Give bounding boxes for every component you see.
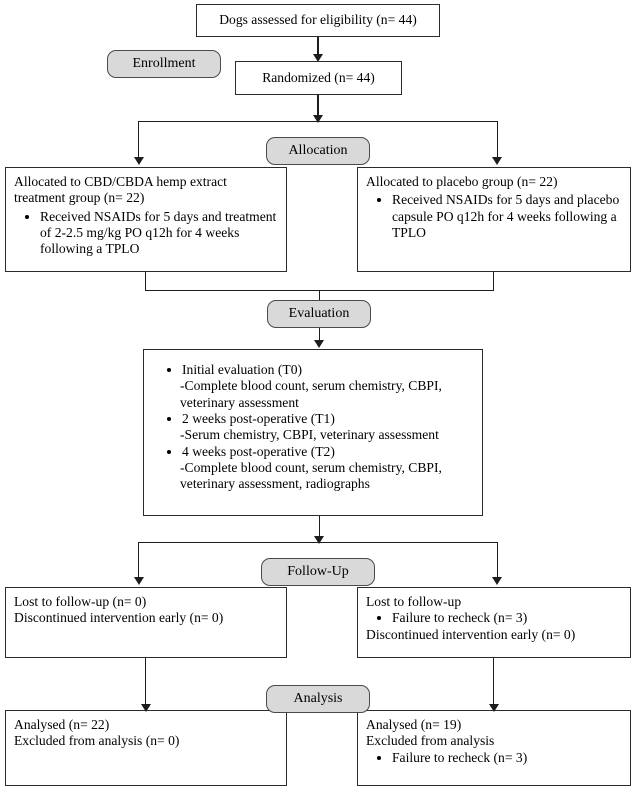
node-dogs-assessed-label: Dogs assessed for eligibility (n= 44) — [219, 12, 417, 28]
stage-evaluation-label: Evaluation — [288, 306, 350, 321]
allocation-treatment-bullets: Received NSAIDs for 5 days and treatment… — [14, 209, 278, 258]
analysis-placebo-line2: Excluded from analysis — [366, 733, 495, 749]
evaluation-item-detail: -Complete blood count, serum chemistry, … — [180, 459, 442, 492]
stage-analysis-label: Analysis — [293, 691, 343, 706]
stage-enrollment-label: Enrollment — [132, 56, 196, 71]
list-item: Received NSAIDs for 5 days and treatment… — [40, 209, 278, 258]
arrow-allocation-left — [134, 157, 144, 165]
arrow-followup-left — [134, 577, 144, 585]
evaluation-items: Initial evaluation (T0) -Complete blood … — [152, 362, 474, 493]
followup-placebo-bullets: Failure to recheck (n= 3) — [366, 610, 622, 626]
list-item: Received NSAIDs for 5 days and placebo c… — [392, 192, 622, 241]
connector-alloc-left-down — [145, 272, 147, 291]
list-item: 4 weeks post-operative (T2) -Complete bl… — [180, 443, 474, 493]
arrow-analysis-right — [489, 704, 499, 712]
node-allocation-treatment: Allocated to CBD/CBDA hemp extract treat… — [5, 167, 287, 272]
analysis-placebo-bullets: Failure to recheck (n= 3) — [366, 750, 622, 766]
evaluation-item-head: 4 weeks post-operative (T2) — [182, 443, 335, 459]
node-analysis-placebo: Analysed (n= 19) Excluded from analysis … — [357, 710, 631, 786]
arrow-allocation-right — [492, 157, 502, 165]
list-item: 2 weeks post-operative (T1) -Serum chemi… — [180, 410, 474, 444]
allocation-treatment-line2: treatment group (n= 22) — [14, 190, 145, 206]
arrow-evaluation-down — [314, 536, 324, 544]
evaluation-item-detail: -Complete blood count, serum chemistry, … — [180, 378, 442, 410]
followup-placebo-line2: Discontinued intervention early (n= 0) — [366, 626, 576, 642]
arrow-followup-right — [492, 577, 502, 585]
split-left-drop-followup — [138, 542, 140, 582]
node-randomized-label: Randomized (n= 44) — [262, 69, 375, 85]
analysis-treatment-line1: Analysed (n= 22) — [14, 717, 110, 732]
split-right-drop-allocation — [496, 121, 498, 162]
arrow-analysis-left — [141, 704, 151, 712]
connector-followup-right-to-analysis — [493, 658, 495, 710]
connector-alloc-right-down — [493, 272, 495, 291]
arrow-assessed-to-randomized — [313, 54, 323, 62]
list-item: Failure to recheck (n= 3) — [392, 610, 622, 626]
connector-followup-left-to-analysis — [145, 658, 147, 710]
stage-followup: Follow-Up — [261, 558, 375, 586]
followup-placebo-line1: Lost to follow-up — [366, 594, 462, 609]
followup-treatment-line1: Lost to follow-up (n= 0) — [14, 594, 147, 609]
evaluation-item-head: Initial evaluation (T0) — [182, 362, 303, 377]
node-followup-placebo: Lost to follow-up Failure to recheck (n=… — [357, 587, 631, 658]
stage-allocation-label: Allocation — [288, 143, 348, 158]
analysis-treatment-line2: Excluded from analysis (n= 0) — [14, 733, 180, 749]
node-followup-treatment: Lost to follow-up (n= 0) Discontinued in… — [5, 587, 287, 658]
node-randomized: Randomized (n= 44) — [235, 61, 402, 95]
split-right-drop-followup — [496, 542, 498, 582]
stage-analysis: Analysis — [266, 685, 370, 713]
stage-enrollment: Enrollment — [107, 50, 221, 78]
evaluation-item-detail: -Serum chemistry, CBPI, veterinary asses… — [180, 427, 439, 443]
stage-followup-label: Follow-Up — [287, 564, 349, 579]
connector-evaluation-down — [318, 516, 320, 541]
connector-assessed-to-randomized — [317, 37, 319, 58]
arrow-to-evaluation-box — [314, 340, 324, 348]
allocation-placebo-line1: Allocated to placebo group (n= 22) — [366, 174, 558, 189]
list-item: Initial evaluation (T0) -Complete blood … — [180, 362, 474, 411]
connector-randomized-down — [317, 95, 319, 120]
followup-treatment-line2: Discontinued intervention early (n= 0) — [14, 610, 224, 626]
evaluation-item-head: 2 weeks post-operative (T1) — [182, 410, 335, 426]
node-allocation-placebo: Allocated to placebo group (n= 22) Recei… — [357, 167, 631, 272]
split-left-drop-allocation — [138, 121, 140, 162]
allocation-treatment-line1: Allocated to CBD/CBDA hemp extract — [14, 174, 227, 189]
analysis-placebo-line1: Analysed (n= 19) — [366, 717, 462, 732]
node-dogs-assessed: Dogs assessed for eligibility (n= 44) — [196, 4, 440, 37]
stage-evaluation: Evaluation — [267, 300, 371, 328]
list-item: Failure to recheck (n= 3) — [392, 750, 622, 766]
allocation-placebo-bullets: Received NSAIDs for 5 days and placebo c… — [366, 192, 622, 241]
arrow-randomized-down — [313, 115, 323, 123]
stage-allocation: Allocation — [266, 137, 370, 165]
node-analysis-treatment: Analysed (n= 22) Excluded from analysis … — [5, 710, 287, 786]
node-evaluation-details: Initial evaluation (T0) -Complete blood … — [143, 349, 483, 516]
